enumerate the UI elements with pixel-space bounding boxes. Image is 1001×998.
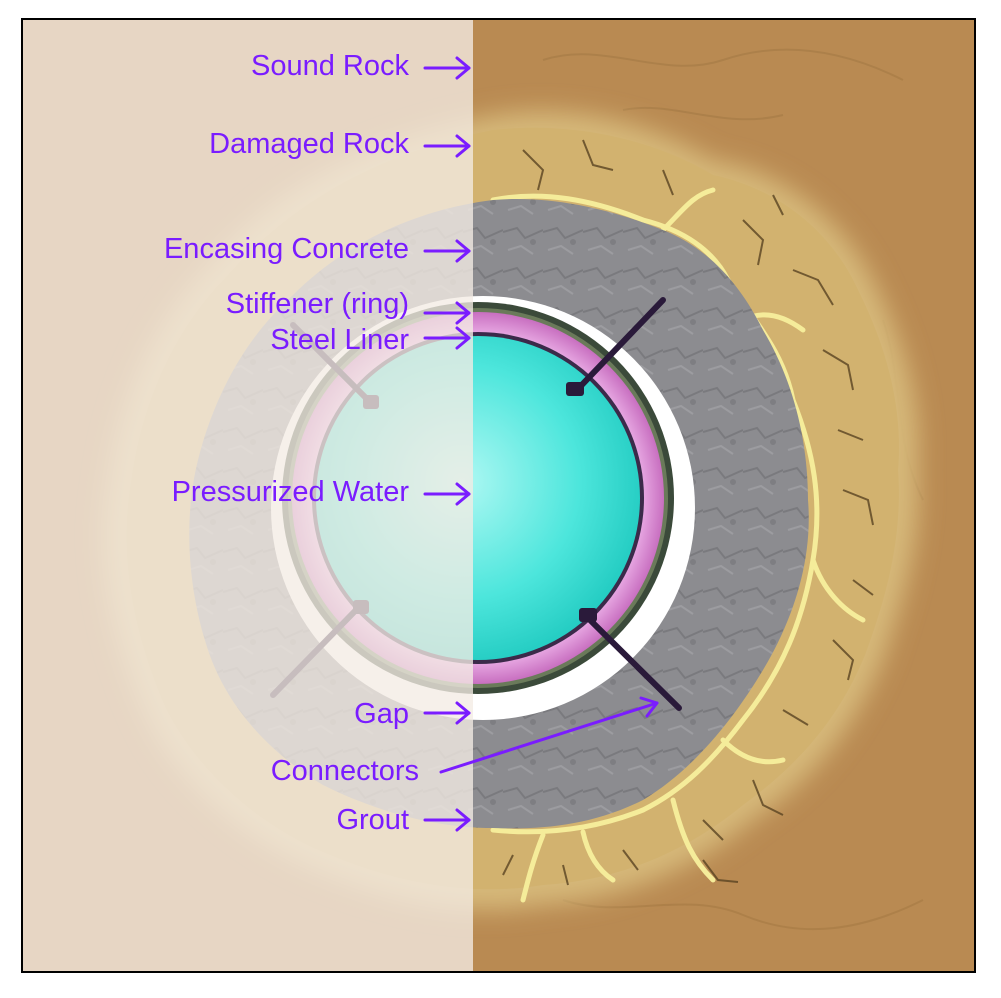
connector-upper-right — [573, 297, 666, 394]
connector-lower-right — [583, 613, 682, 711]
left-half-overlay — [23, 20, 473, 971]
label-damaged-rock: Damaged Rock — [209, 128, 409, 160]
label-gap: Gap — [354, 698, 409, 730]
label-connectors: Connectors — [270, 755, 419, 787]
label-sound-rock: Sound Rock — [251, 50, 409, 82]
arrow-stiffener — [423, 301, 471, 325]
label-grout: Grout — [336, 804, 409, 836]
arrow-steel-liner — [423, 326, 471, 350]
arrow-sound-rock — [423, 56, 471, 80]
grout-cracks — [490, 187, 866, 903]
arrow-grout — [423, 808, 471, 832]
arrow-pressurized-water — [423, 482, 471, 506]
arrow-damaged-rock — [423, 134, 471, 158]
label-arrows — [423, 56, 659, 832]
arrow-gap — [423, 701, 471, 725]
diagram-frame: Sound Rock Damaged Rock Encasing Concret… — [21, 18, 976, 973]
label-steel-liner: Steel Liner — [270, 324, 409, 356]
label-encasing-concrete: Encasing Concrete — [163, 233, 409, 265]
label-stiffener: Stiffener (ring) — [225, 288, 409, 320]
label-pressurized-water: Pressurized Water — [171, 476, 409, 508]
damaged-rock-cracks — [502, 139, 874, 886]
arrow-encasing-concrete — [423, 239, 471, 263]
tunnel-cross-section — [23, 20, 974, 971]
arrow-connectors — [439, 696, 659, 774]
